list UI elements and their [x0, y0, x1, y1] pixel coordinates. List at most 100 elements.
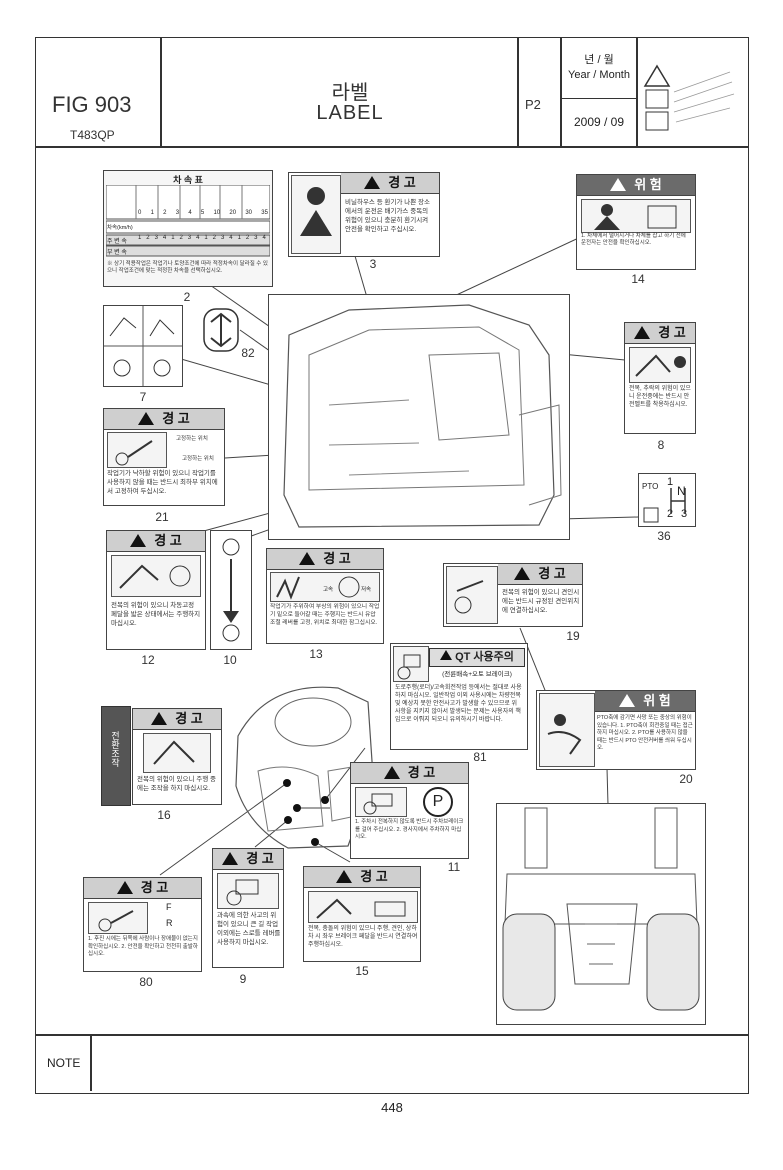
label-80-r: R: [166, 918, 173, 928]
title-english: LABEL: [316, 102, 384, 124]
label-21-title: 경 고: [162, 411, 190, 426]
label-3-header: 경 고: [341, 173, 439, 194]
exhaust-fumes-icon: [300, 187, 332, 236]
label-15-pictogram: [308, 891, 418, 923]
label-12-warning: 경 고 전복의 위험이 있으니 차동고정 페달을 밟은 상태에서는 주행하지 마…: [106, 530, 206, 650]
label-7-number: 7: [139, 390, 147, 404]
tractor-rear-illustration: [502, 807, 700, 1011]
label-81-number: 81: [473, 750, 487, 764]
scale-tick: 0: [138, 210, 142, 216]
model-code: T483QP: [70, 128, 115, 142]
label-15-text: 전복, 충돌의 위험이 있으니 주행, 견인, 상하차 시 좌우 브레이크 페달…: [308, 926, 418, 948]
warning-triangle-icon: [138, 412, 155, 425]
label-13-number: 13: [309, 647, 323, 661]
label-2-speed-chart: 차 속 표 차속(km/h) 주 변 속 부 변 속 0 1 2 3 4 5 1…: [103, 170, 273, 287]
gear-num: 2: [179, 235, 183, 241]
page-frame: [35, 37, 749, 1094]
label-81-text: 도로주행(로더)/고속회전작업 등에서는 절대로 사용하지 마십시오. 일반작업…: [395, 685, 522, 723]
header-col-1: [160, 37, 162, 147]
label-10-lever-direction: [210, 530, 252, 650]
label-2-gears: 1 2 3 4 1 2 3 4 1 2 3 4 1 2 3 4: [138, 235, 266, 241]
cabin-illustration: [283, 304, 562, 528]
company-logo-stamp: [643, 64, 735, 131]
label-36-one: 1: [667, 476, 674, 488]
scale-tick: 2: [163, 210, 167, 216]
label-2-number: 2: [183, 290, 191, 304]
warning-triangle-icon: [634, 326, 651, 339]
warning-triangle-icon: [383, 766, 400, 779]
label-9-text: 과속에 의한 사고의 위험이 있으니 큰 길 작업 이외에는 스로틀 레버를 사…: [217, 912, 281, 946]
label-19-number: 19: [566, 629, 580, 643]
label-11-text: 1. 주차시 전복하지 않도록 반드시 주차브레이크를 걸어 주십시오. 2. …: [355, 819, 464, 840]
label-12-title: 경 고: [154, 533, 182, 548]
date-label-en: Year / Month: [568, 69, 630, 81]
scale-tick: 35: [261, 210, 268, 216]
label-20-title: 위 험: [643, 693, 671, 708]
header-col-2: [517, 37, 519, 147]
label-36-number: 36: [657, 529, 671, 543]
gear-num: 1: [237, 235, 241, 241]
label-20-text: PTO축에 감기면 사망 또는 중상의 위험이 있습니다. 1. PTO축이 회…: [597, 715, 693, 751]
label-2-note: ※ 상기 적용작업은 작업기나 토양조건에 따라 적정차속이 달라질 수 있으니…: [107, 261, 268, 274]
gear-num: 3: [254, 235, 258, 241]
gear-num: 4: [196, 235, 200, 241]
label-81-pictogram: [393, 646, 429, 682]
gear-num: 3: [187, 235, 192, 241]
gear-num: 4: [262, 235, 266, 241]
label-20-header: 위 험: [595, 691, 695, 712]
label-16-header: 경 고: [133, 709, 221, 730]
label-80-pictogram: [88, 902, 148, 934]
label-12-pictogram: [111, 555, 201, 597]
scale-tick: 1: [150, 210, 154, 216]
label-80-title: 경 고: [140, 880, 169, 895]
label-8-warning: 경 고 전복, 추락의 위험이 있으니 운전중에는 반드시 안전벨트를 착용하십…: [624, 322, 696, 434]
date-value: 2009 / 09: [573, 115, 625, 129]
label-13-speed-hi: 고속: [323, 587, 334, 593]
label-36-n: N: [677, 484, 686, 498]
scale-tick: 20: [229, 210, 237, 216]
label-3-number: 3: [369, 257, 377, 271]
label-11-pictogram: [355, 787, 407, 817]
gear-num: 3: [220, 235, 225, 241]
label-9-pictogram: [217, 873, 279, 909]
scale-tick: 3: [175, 210, 180, 216]
label-15-header: 경 고: [304, 867, 420, 888]
label-9-number: 9: [239, 972, 247, 986]
page-number: 448: [381, 1100, 403, 1115]
label-19-pictogram: [446, 566, 498, 624]
label-19-text: 전복의 위험이 있으니 견인시에는 반드시 규정된 견인위치에 연결하십시오.: [502, 589, 580, 614]
label-14-header: 위 험: [577, 175, 695, 196]
parking-tractor-icon: [363, 793, 393, 815]
label-19-warning: 경 고 전복의 위험이 있으니 견인시에는 반드시 규정된 견인위치에 연결하십…: [443, 563, 583, 627]
gear-num: 1: [138, 235, 142, 241]
gear-num: 1: [204, 235, 208, 241]
label-7-illustration: [104, 306, 182, 386]
gear-num: 4: [229, 235, 233, 241]
warning-triangle-icon: [440, 650, 453, 660]
label-80-f: F: [166, 902, 172, 912]
label-2-row-speed: 차속(km/h): [107, 225, 133, 231]
label-20-pictogram: [539, 693, 595, 767]
diff-lock-rollover-icon: [119, 564, 191, 589]
overspeed-tractor-icon: [226, 879, 259, 906]
label-13-header: 경 고: [267, 549, 383, 570]
label-9-header: 경 고: [213, 849, 283, 870]
label-20-number: 20: [679, 772, 693, 786]
label-80-warning: 경 고 F R 1. 후진 시에는 뒤쪽에 사람이나 장애물이 없는지 확인하십…: [83, 877, 202, 972]
shift-rollover-icon: [153, 740, 195, 765]
label-19-header: 경 고: [498, 564, 582, 585]
gear-num: 4: [162, 235, 167, 241]
label-3-pictogram: [291, 175, 341, 254]
label-2-row-main: 주 변 속: [107, 239, 127, 245]
header-col-3: [560, 37, 562, 147]
label-12-number: 12: [141, 653, 155, 667]
label-82-number: 82: [241, 346, 255, 360]
label-14-text: 1. 차체에서 떨어지거나 차체를 잡고 하기 전에 운전자는 안전을 확인하십…: [581, 233, 686, 246]
label-21-header: 경 고: [104, 409, 224, 430]
label-11-warning: 경 고 P 1. 주차시 전복하지 않도록 반드시 주차브레이크를 걸어 주십시…: [350, 762, 469, 859]
header-col-4: [636, 37, 638, 147]
label-16-warning: 경 고 전복의 위험이 있으니 주행 중에는 조작을 하지 마십시오.: [132, 708, 222, 805]
header-date-divider: [560, 98, 637, 99]
label-3-text: 비닐하우스 등 환기가 나쁜 장소에서의 운전은 배기가스 중독의 위험이 있으…: [345, 199, 430, 233]
label-8-title: 경 고: [658, 325, 686, 340]
